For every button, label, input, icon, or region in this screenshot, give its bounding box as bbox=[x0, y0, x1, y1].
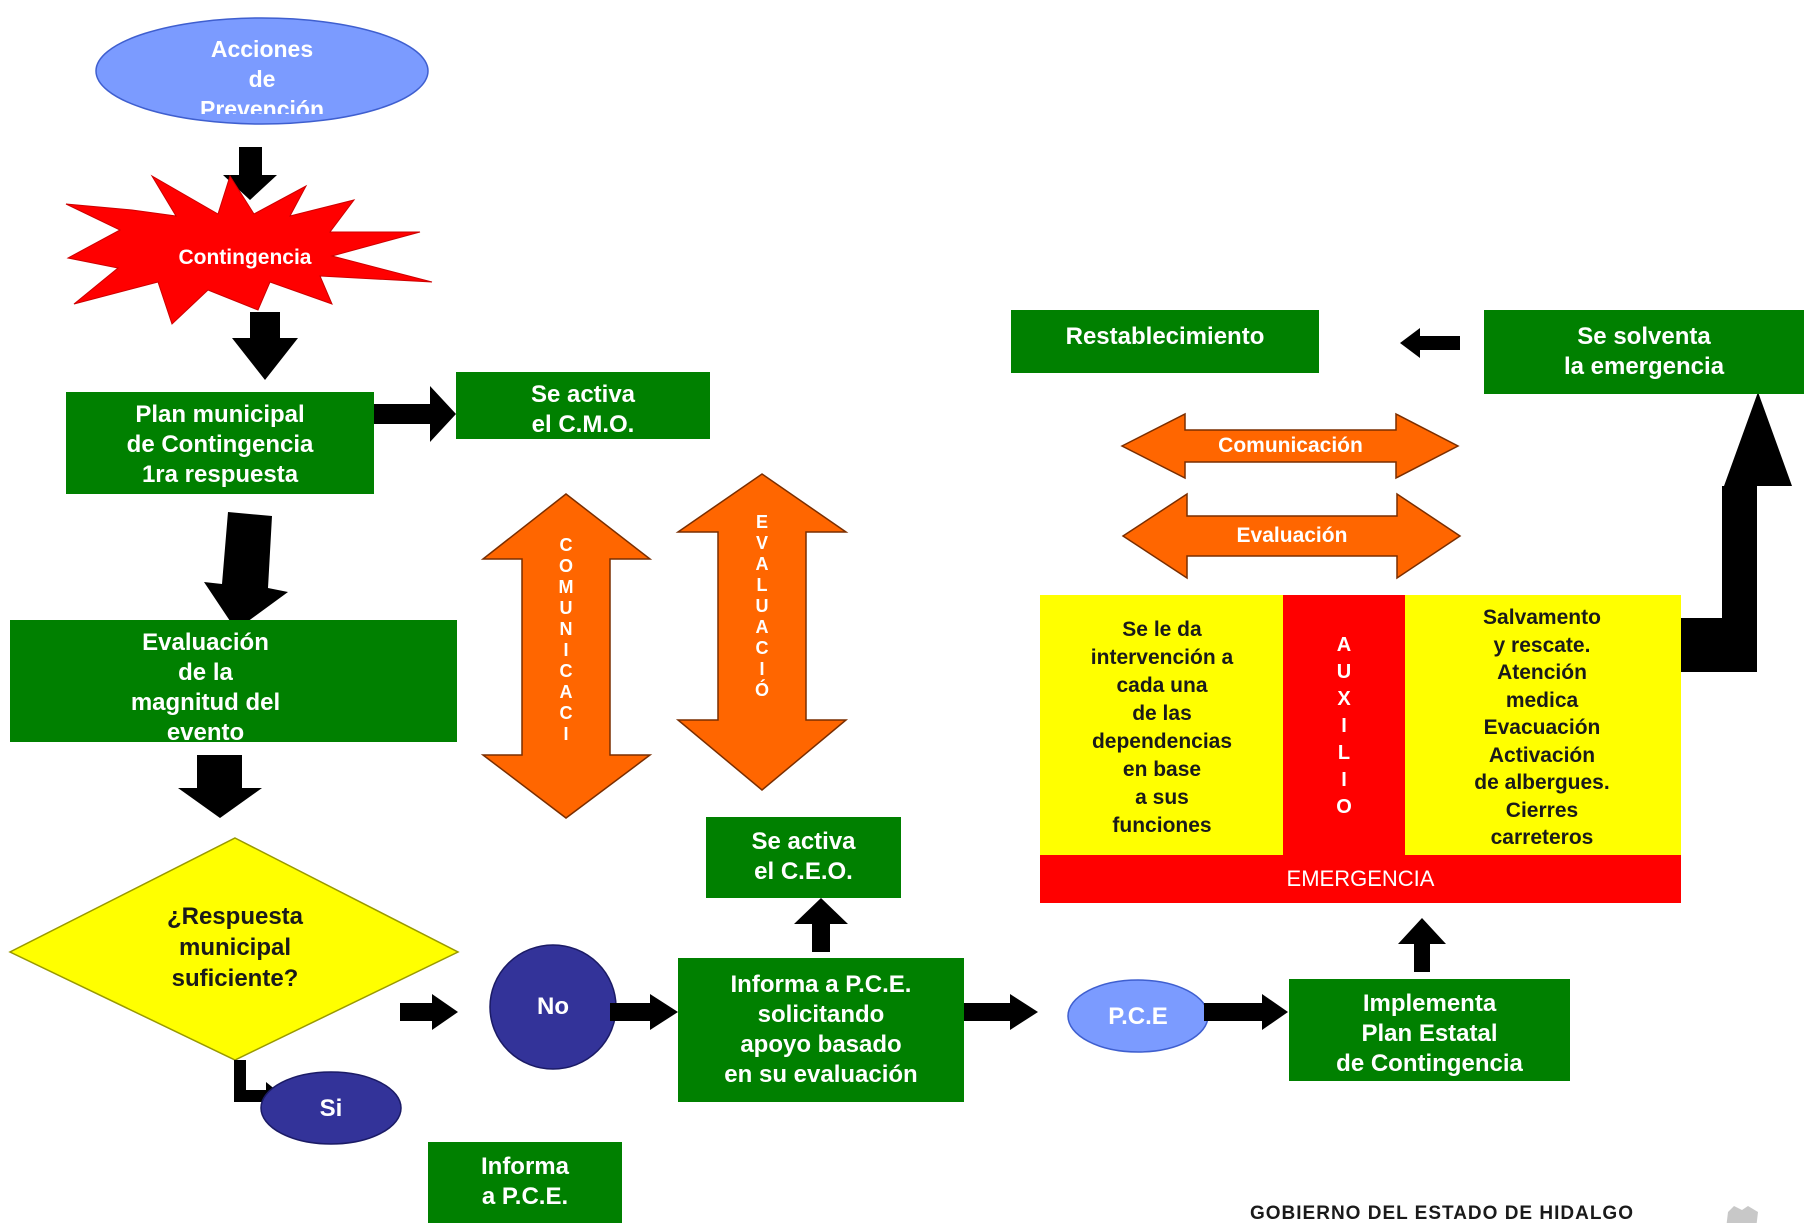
restablecimiento-box: Restablecimiento bbox=[1011, 310, 1319, 373]
arrow-decision-to-no bbox=[400, 994, 458, 1030]
arrow-pce-to-implementa bbox=[1204, 994, 1288, 1030]
comunicacion-vertical-label: C O M U N I C A C I bbox=[558, 535, 574, 744]
no-label: No bbox=[537, 993, 569, 1020]
si-label: Si bbox=[319, 1095, 343, 1122]
emergencia-left-text: Se le da intervención a cada una de las … bbox=[1090, 618, 1234, 837]
emergencia-panel-center bbox=[1283, 595, 1405, 855]
plan-municipal-box: Plan municipal de Contingencia 1ra respu… bbox=[66, 392, 374, 494]
se-activa-ceo-box: Se activa el C.E.O. bbox=[706, 817, 901, 898]
emergencia-right-text: Salvamento y rescate. Atención medica Ev… bbox=[1474, 606, 1610, 849]
pce-label: P.C.E bbox=[1108, 1003, 1168, 1030]
emergencia-bar bbox=[1040, 855, 1681, 903]
informa-pce-box: Informa a P.C.E. bbox=[428, 1142, 622, 1223]
implementa-plan-box: Implementa Plan Estatal de Contingencia bbox=[1289, 979, 1570, 1081]
arrow-informa-to-ceo bbox=[794, 898, 848, 952]
comunicacion-horizontal-label: Comunicación bbox=[1218, 434, 1363, 457]
evaluacion-magnitud-box: Evaluación de la magnitud del evento bbox=[10, 620, 457, 742]
contingencia-label: Contingencia bbox=[178, 246, 312, 269]
arrow-solventa-to-restablecimiento bbox=[1400, 328, 1460, 358]
evaluacion-horizontal-arrow bbox=[1121, 492, 1462, 580]
contingencia-starburst bbox=[65, 174, 433, 325]
footer-text: GOBIERNO DEL ESTADO DE HIDALGO bbox=[1250, 1203, 1634, 1224]
arrow-contingencia-to-plan bbox=[232, 312, 298, 380]
arrow-panel-to-solventa bbox=[1680, 392, 1792, 672]
emergencia-panel-right bbox=[1405, 595, 1681, 855]
se-activa-cmo-box: Se activa el C.M.O. bbox=[456, 372, 710, 439]
arrow-evaluacion-to-respuesta bbox=[178, 755, 262, 818]
evaluacion-vertical-label: E V A L U A C I Ó bbox=[754, 512, 769, 700]
evaluacion-horizontal-label: Evaluación bbox=[1236, 524, 1348, 547]
respuesta-label: ¿Respuesta municipal suficiente? bbox=[166, 903, 304, 992]
se-solventa-box: Se solventa la emergencia bbox=[1484, 310, 1804, 394]
emergencia-label: EMERGENCIA bbox=[1286, 866, 1435, 891]
acciones-ellipse bbox=[95, 17, 429, 125]
arrow-implementa-to-emergencia bbox=[1398, 918, 1446, 972]
comunicacion-horizontal-arrow bbox=[1120, 412, 1460, 480]
arrow-plan-to-evaluacion bbox=[204, 512, 288, 630]
comunicacion-vertical-arrow bbox=[480, 493, 653, 819]
gear-icon bbox=[1726, 1206, 1758, 1223]
emergencia-panel-left bbox=[1040, 595, 1283, 855]
evaluacion-vertical-arrow bbox=[675, 473, 849, 791]
arrow-plan-to-cmo bbox=[374, 386, 456, 442]
arrow-informa-to-pce bbox=[958, 994, 1038, 1030]
si-ellipse bbox=[260, 1071, 402, 1145]
auxilio-vertical-label: A U X I L I O bbox=[1336, 634, 1352, 818]
acciones-label: Acciones de Prevención bbox=[200, 36, 324, 114]
informa-pce-solicitando-box: Informa a P.C.E. solicitando apoyo basad… bbox=[678, 958, 964, 1102]
arrow-no-to-informa bbox=[610, 994, 678, 1030]
